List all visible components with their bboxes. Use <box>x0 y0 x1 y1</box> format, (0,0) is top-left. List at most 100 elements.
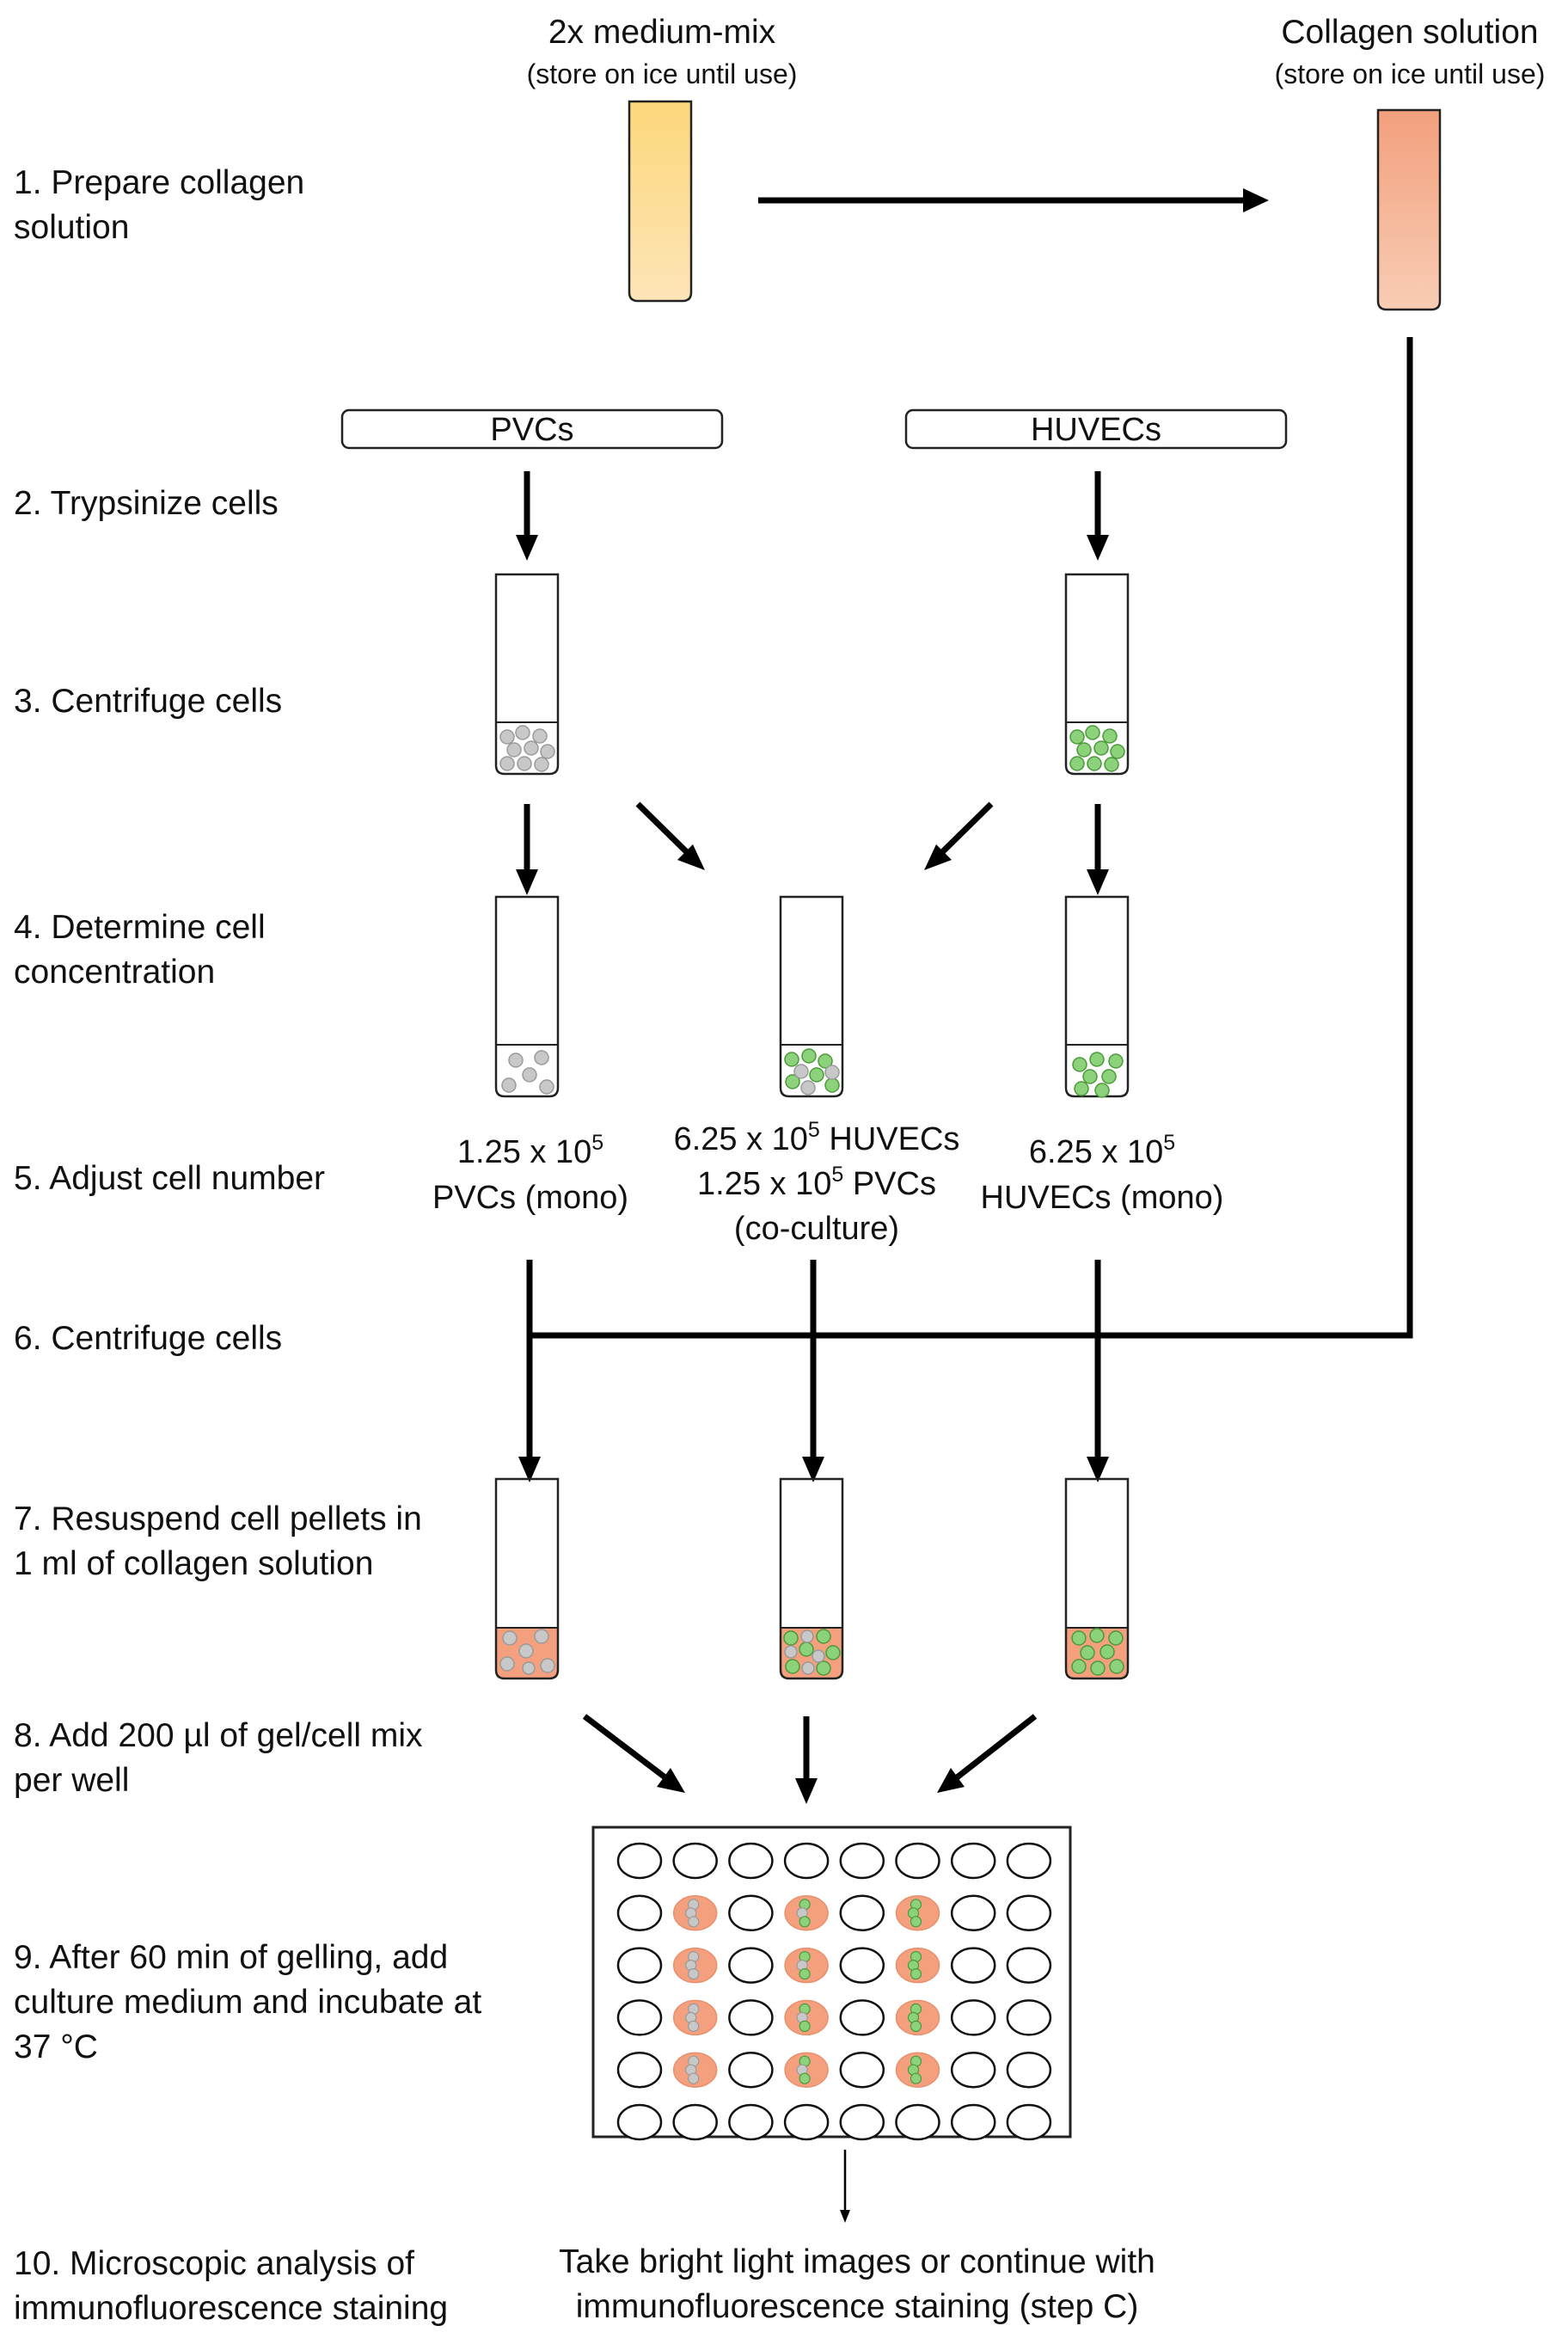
pvc-cells <box>499 725 555 772</box>
step-7-label: 7. Resuspend cell pellets in 1 ml of col… <box>14 1500 422 1582</box>
coculture-line-1-exp: 5 <box>808 1118 820 1142</box>
well-empty <box>783 1842 830 1880</box>
well-cell <box>799 2020 811 2032</box>
well-empty <box>728 2103 774 2141</box>
well-cell <box>799 1916 811 1928</box>
well-cell <box>910 2020 922 2032</box>
huvec-gel-tube <box>1064 1477 1130 1680</box>
collagen-transfer-line <box>530 337 1413 1339</box>
well-cell <box>799 2072 811 2084</box>
step-7-line-1: 7. Resuspend cell pellets in <box>14 1500 422 1537</box>
well-empty <box>950 1894 996 1932</box>
well-empty <box>1006 1999 1052 2036</box>
coculture-gel-tube <box>779 1477 844 1680</box>
well-empty <box>895 1842 940 1880</box>
analysis-arrowhead <box>840 2210 850 2223</box>
huvec-box <box>904 408 1288 450</box>
well-empty <box>616 2051 663 2089</box>
step-9-line-1: 9. After 60 min of gelling, add <box>14 1939 448 1976</box>
coculture-line-2-base: 1.25 x 10 <box>697 1166 831 1202</box>
pvc-mono-line-2: PVCs (mono) <box>432 1180 628 1216</box>
svg-text:1.25 x 105: 1.25 x 105 <box>457 1131 603 1170</box>
coculture-line-3: (co-culture) <box>734 1211 899 1247</box>
well-grid <box>616 1842 1052 2141</box>
well-empty <box>839 1999 885 2036</box>
medium-mix-title: 2x medium-mix <box>548 14 776 51</box>
well-empty <box>1006 2103 1052 2141</box>
pvc-gel-tube <box>494 1477 560 1680</box>
medium-mix-note: (store on ice until use) <box>527 58 798 89</box>
huvec-count-tube <box>1064 895 1130 1098</box>
well-empty <box>728 1842 774 1880</box>
well-empty <box>1006 1894 1052 1932</box>
step-10-line-1: 10. Microscopic analysis of <box>14 2245 414 2282</box>
collagen-title: Collagen solution <box>1281 14 1538 51</box>
seeding-arrows <box>582 1714 1038 1804</box>
well-empty <box>616 1894 663 1932</box>
well-empty <box>672 2103 718 2141</box>
well-empty <box>1006 1842 1052 1880</box>
svg-text:6.25 x 105: 6.25 x 105 <box>1029 1131 1175 1170</box>
well-empty <box>950 2051 996 2089</box>
step-1-line-1: 1. Prepare collagen <box>14 164 304 201</box>
well-empty <box>672 1842 718 1880</box>
step-4-label: 4. Determine cell concentration <box>14 909 266 991</box>
step-9-line-2: culture medium and incubate at <box>14 1984 481 2021</box>
pvc-mono-base: 1.25 x 10 <box>457 1134 591 1170</box>
well-empty <box>839 2051 885 2089</box>
coculture-line-1-base: 6.25 x 10 <box>674 1121 808 1157</box>
well-cell <box>799 1968 811 1980</box>
huvec-mono-exp: 5 <box>1163 1131 1175 1155</box>
well-empty <box>728 2051 774 2089</box>
medium-mix-tube <box>628 100 693 303</box>
step-4-line-1: 4. Determine cell <box>14 909 266 946</box>
well-empty <box>895 2103 940 2141</box>
well-empty <box>1006 1947 1052 1984</box>
well-empty <box>839 1894 885 1932</box>
centrifuge-arrows <box>518 1260 1109 1482</box>
well-empty <box>616 2103 663 2141</box>
pvc-mono-number: 1.25 x 105 PVCs (mono) <box>432 1131 628 1216</box>
well-empty <box>950 2103 996 2141</box>
coculture-number: 6.25 x 105 HUVECs 1.25 x 105 PVCs (co-cu… <box>674 1118 960 1247</box>
well-empty <box>728 1894 774 1932</box>
step-4-line-2: concentration <box>14 954 215 991</box>
huvec-pellet-tube <box>1064 573 1130 776</box>
collagen-tube <box>1376 108 1442 311</box>
step-1-label: 1. Prepare collagen solution <box>14 164 304 246</box>
coculture-line-2-suffix: PVCs <box>843 1166 936 1202</box>
well-empty <box>950 1947 996 1984</box>
well-empty <box>616 1999 663 2036</box>
step-1-line-2: solution <box>14 209 129 246</box>
well-cell <box>910 1968 922 1980</box>
well-cell <box>688 1916 700 1928</box>
pvc-box-label: PVCs <box>490 412 573 448</box>
step-8-label: 8. Add 200 µl of gel/cell mix per well <box>14 1717 423 1799</box>
well-empty <box>839 1947 885 1984</box>
well-plate <box>591 1826 1072 2139</box>
svg-text:1.25 x 105 PVCs: 1.25 x 105 PVCs <box>697 1163 936 1202</box>
well-cell <box>688 2020 700 2032</box>
well-empty <box>839 1842 885 1880</box>
step-5-label: 5. Adjust cell number <box>14 1160 325 1197</box>
step-3-label: 3. Centrifuge cells <box>14 683 282 720</box>
pvc-pellet-tube <box>494 573 560 776</box>
well-cell <box>910 2072 922 2084</box>
well-empty <box>950 1999 996 2036</box>
svg-text:6.25 x 105 HUVECs: 6.25 x 105 HUVECs <box>674 1118 960 1157</box>
huvec-mono-line-2: HUVECs (mono) <box>981 1180 1224 1216</box>
well-empty <box>728 1999 774 2036</box>
step-10-label: 10. Microscopic analysis of immunofluore… <box>14 2245 448 2327</box>
step-10-line-2: immunofluorescence staining <box>14 2290 448 2327</box>
final-step-line-1: Take bright light images or continue wit… <box>559 2243 1155 2280</box>
prepare-arrowhead <box>1243 188 1269 212</box>
well-cell <box>688 1968 700 1980</box>
well-cell <box>910 1916 922 1928</box>
step-9-label: 9. After 60 min of gelling, add culture … <box>14 1939 481 2065</box>
well-empty <box>1006 2051 1052 2089</box>
well-empty <box>950 1842 996 1880</box>
huvec-mono-base: 6.25 x 10 <box>1029 1134 1163 1170</box>
trypsinize-arrows <box>516 471 1109 561</box>
step-6-label: 6. Centrifuge cells <box>14 1320 282 1357</box>
